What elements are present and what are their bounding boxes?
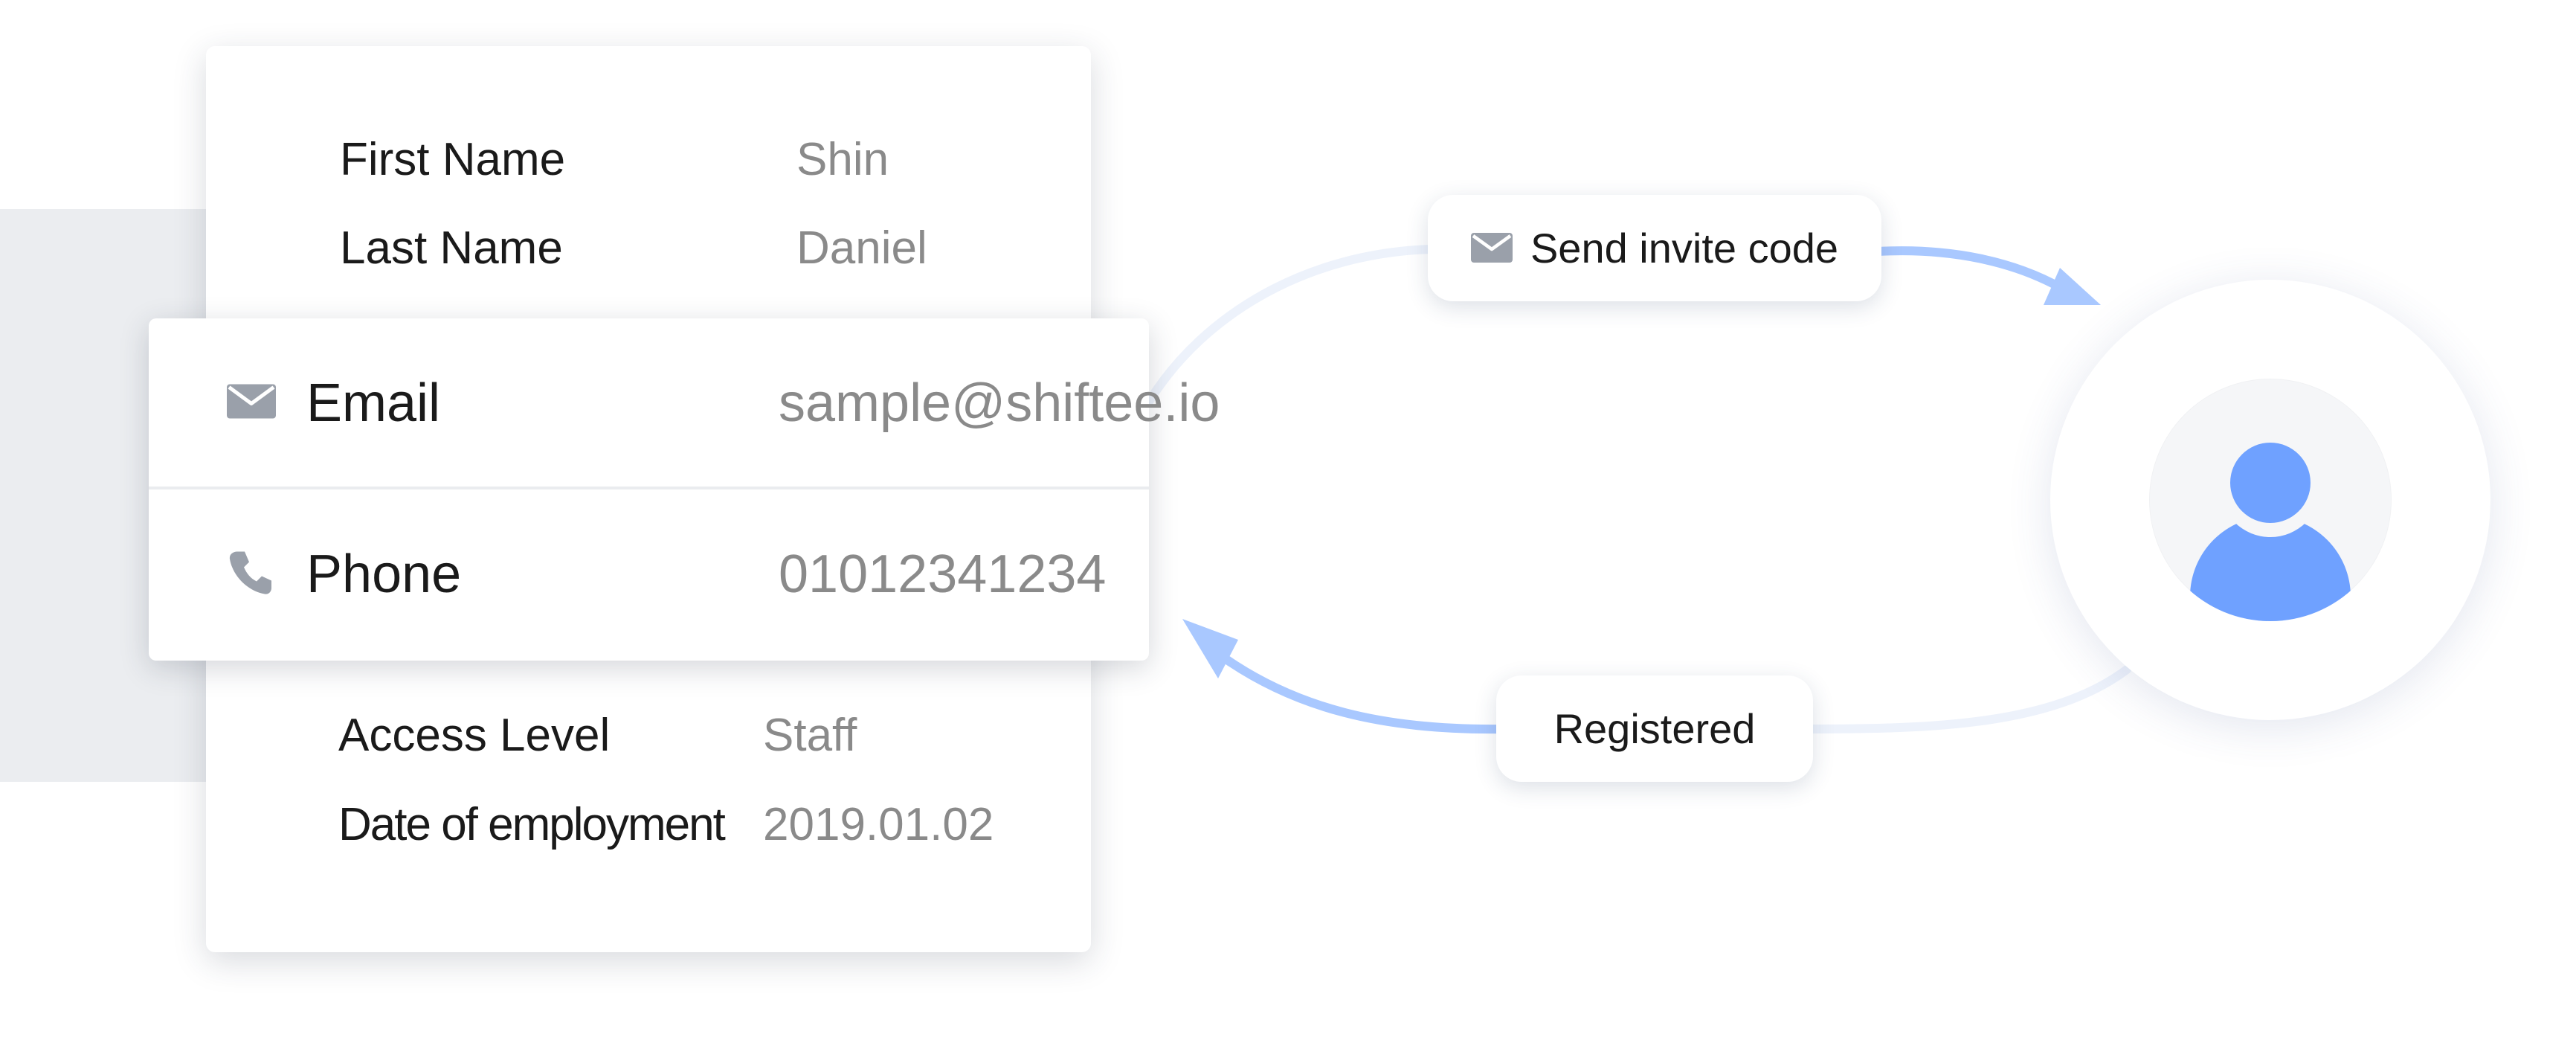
registered-arrowhead xyxy=(1182,619,1238,678)
phone-icon xyxy=(227,549,274,600)
mail-icon xyxy=(1470,224,1513,272)
email-row: Email sample@shiftee.io xyxy=(149,318,1220,488)
employment-date-row: Date of employment 2019.01.02 xyxy=(338,791,994,858)
first-name-label: First Name xyxy=(340,133,566,185)
last-name-row: Last Name Daniel xyxy=(340,214,927,281)
registered-path-faint xyxy=(1803,665,2131,733)
phone-row: Phone 01012341234 xyxy=(149,489,1149,659)
contact-divider xyxy=(149,487,1149,489)
invite-path-faint xyxy=(1144,245,1436,406)
employment-date-label: Date of employment xyxy=(338,798,726,850)
registered-label: Registered xyxy=(1553,705,1756,752)
email-value: sample@shiftee.io xyxy=(779,373,1220,433)
last-name-value: Daniel xyxy=(796,222,927,274)
phone-value: 01012341234 xyxy=(779,545,1107,604)
phone-label: Phone xyxy=(306,545,462,604)
send-invite-code-label: Send invite code xyxy=(1530,225,1839,272)
first-name-value: Shin xyxy=(796,133,889,185)
send-invite-code-badge: Send invite code xyxy=(1428,195,1881,301)
contact-info-card: Email sample@shiftee.io Phone 0101234123… xyxy=(149,318,1220,661)
invite-arrowhead xyxy=(2044,268,2101,305)
registered-arrow xyxy=(1215,650,1507,734)
invite-arrow xyxy=(1873,246,2072,296)
user-avatar-icon xyxy=(2149,379,2392,621)
employment-date-value: 2019.01.02 xyxy=(763,798,994,850)
last-name-label: Last Name xyxy=(340,222,563,274)
first-name-row: First Name Shin xyxy=(340,126,889,193)
access-level-row: Access Level Staff xyxy=(338,702,857,768)
access-level-label: Access Level xyxy=(338,709,611,761)
mail-icon xyxy=(227,384,276,423)
access-level-value: Staff xyxy=(763,709,857,761)
email-label: Email xyxy=(306,373,441,433)
registered-badge: Registered xyxy=(1496,675,1813,782)
